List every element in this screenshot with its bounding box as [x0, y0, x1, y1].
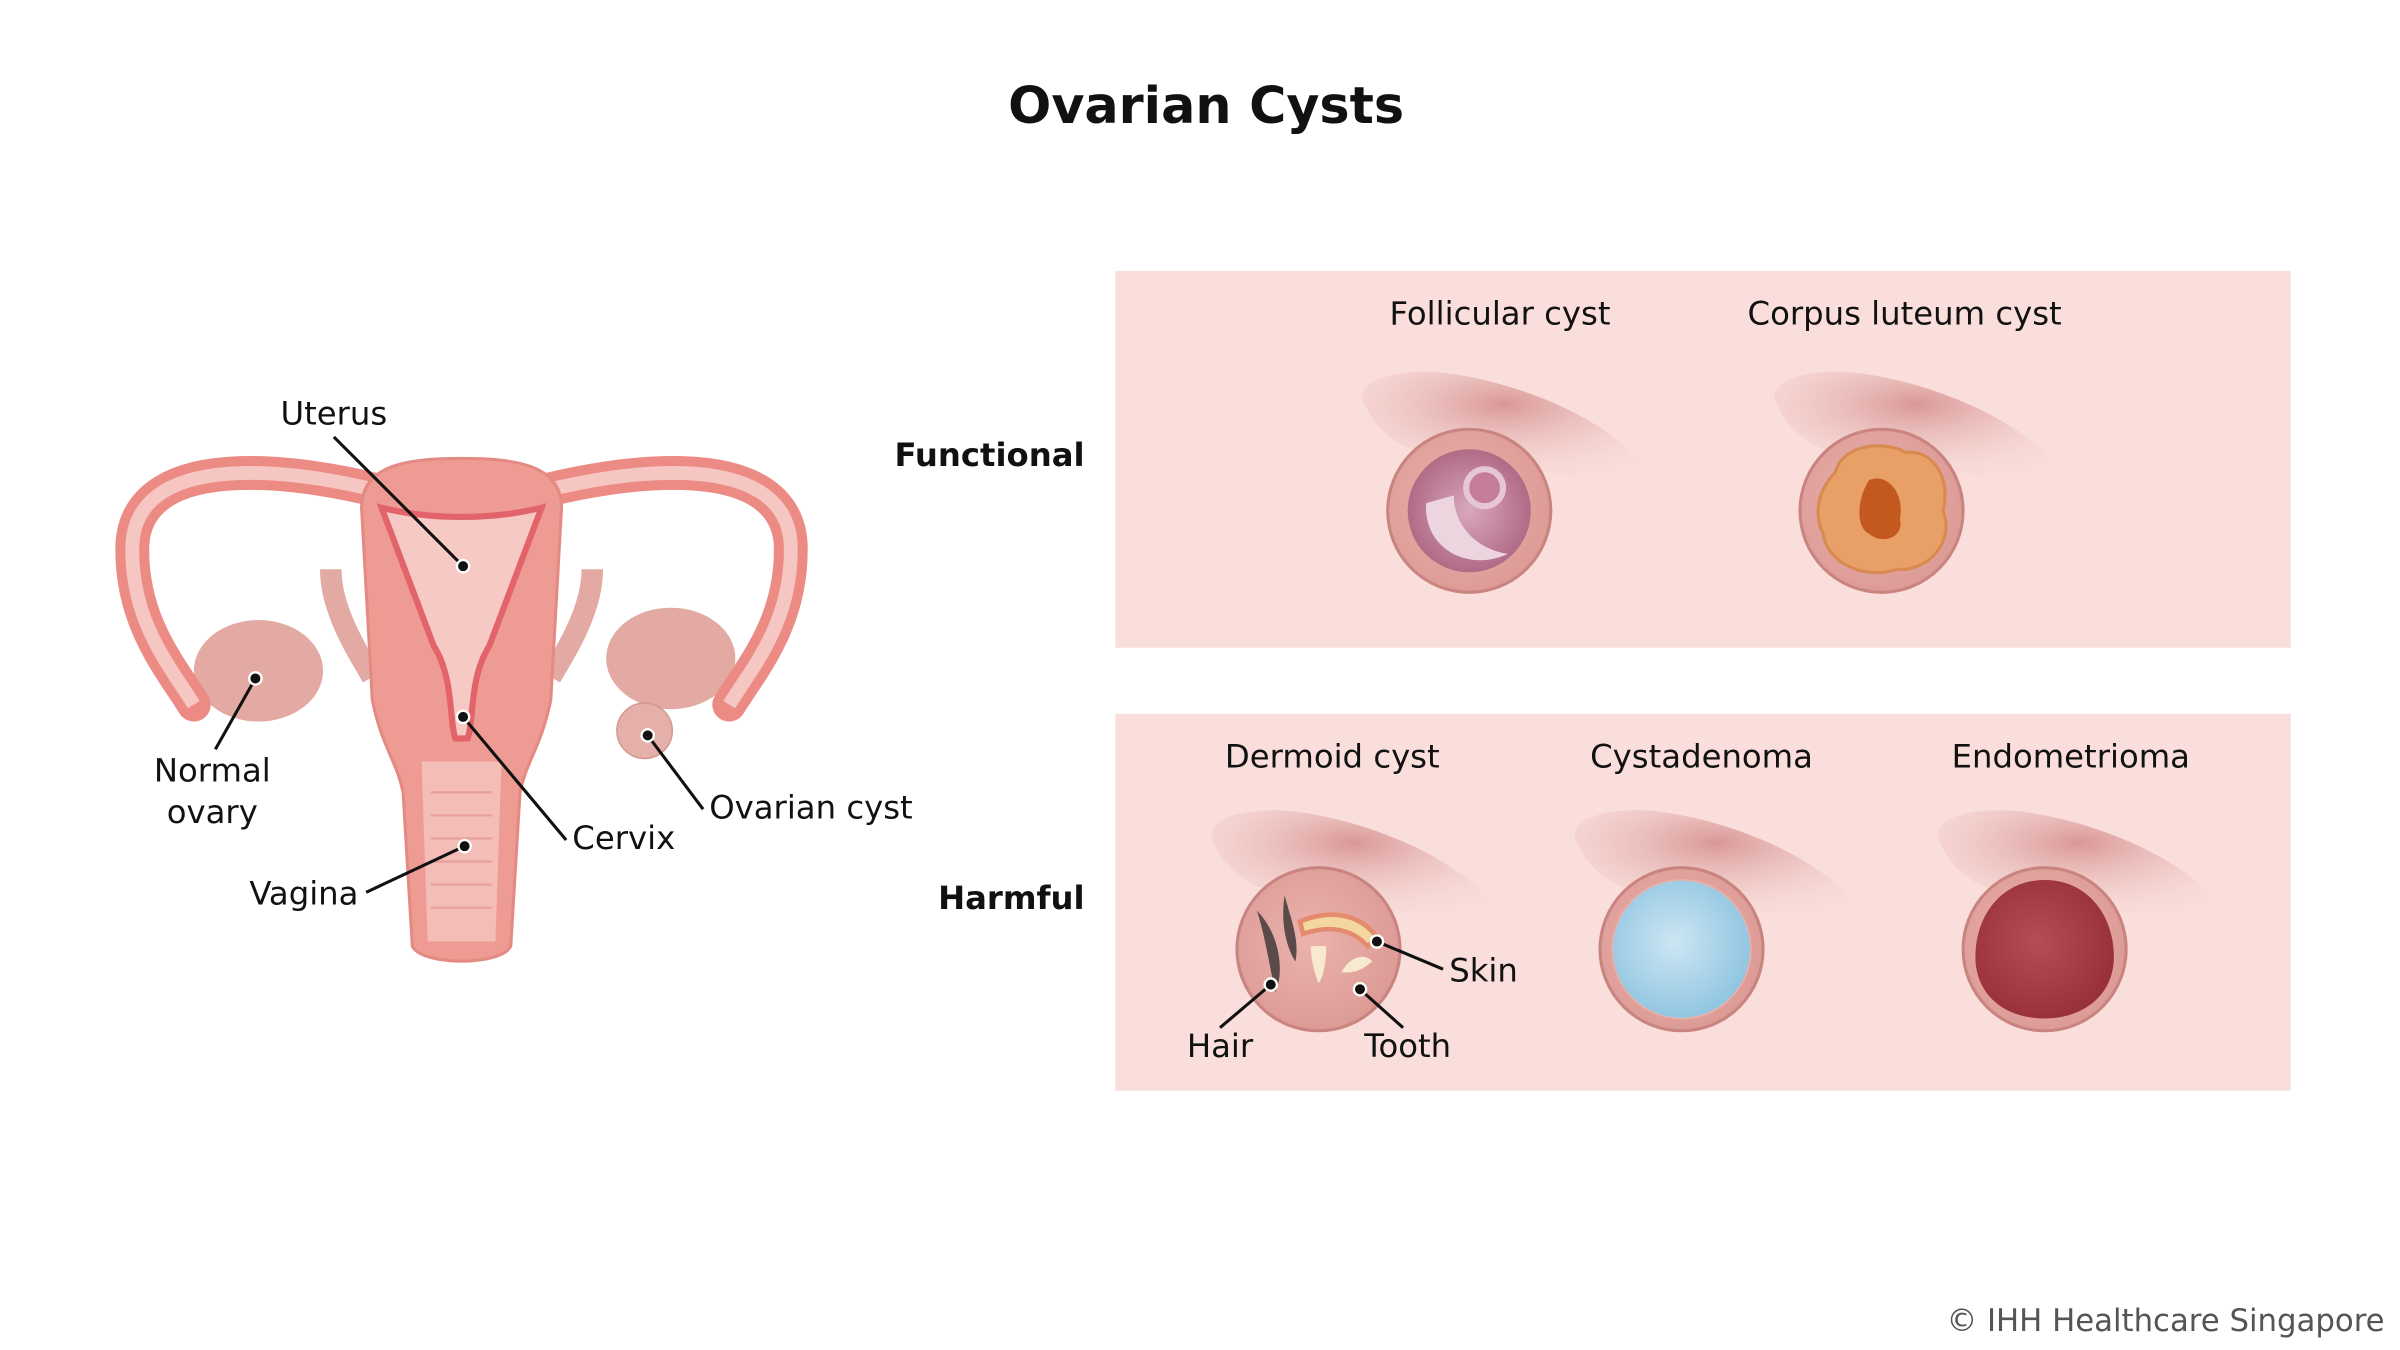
corpus-luteum-cyst-illustration [1772, 370, 2060, 594]
harmful-label: Harmful [938, 879, 1085, 917]
tooth-shape [1341, 956, 1373, 973]
follicular-cyst-illustration [1359, 370, 1648, 594]
label-vagina: Vagina [249, 875, 358, 913]
label-ovarian-cyst: Ovarian cyst [709, 788, 912, 826]
label-normal-ovary-2: ovary [167, 793, 258, 831]
label-follicular-cyst: Follicular cyst [1389, 295, 1610, 333]
cystadenoma-illustration [1572, 808, 1861, 1033]
copyright: © IHH Healthcare Singapore [1946, 1303, 2384, 1339]
functional-label: Functional [894, 436, 1084, 474]
label-endometrioma: Endometrioma [1952, 738, 2190, 776]
page-title: Ovarian Cysts [1008, 76, 1404, 135]
hair-shape [1256, 910, 1280, 993]
anatomy-labels: Uterus Normal ovary Vagina Cervix Ovaria… [154, 395, 913, 913]
label-uterus: Uterus [280, 395, 387, 433]
label-normal-ovary-1: Normal [154, 752, 271, 790]
functional-panel [1115, 270, 2291, 648]
label-cystadenoma: Cystadenoma [1590, 738, 1813, 776]
endometrioma-illustration [1935, 808, 2224, 1033]
label-hair: Hair [1187, 1027, 1254, 1065]
label-cervix: Cervix [572, 819, 675, 857]
dermoid-labels: Skin Hair Tooth [1187, 934, 1518, 1065]
label-skin: Skin [1449, 952, 1518, 990]
label-dermoid-cyst: Dermoid cyst [1225, 738, 1440, 776]
normal-ovary-shape [193, 620, 324, 722]
label-tooth: Tooth [1363, 1027, 1451, 1065]
label-corpus-luteum-cyst: Corpus luteum cyst [1748, 295, 2062, 333]
